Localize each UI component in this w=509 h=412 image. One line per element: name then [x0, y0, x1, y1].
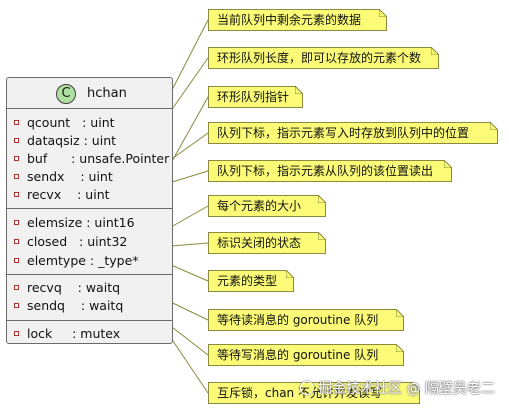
note-connector-line — [170, 337, 209, 394]
note-connector-line — [170, 96, 209, 164]
class-header: C hchan — [7, 78, 172, 108]
note-sendx: 队列下标，指示元素写入时存放到队列中的位置 — [208, 122, 498, 144]
note-fold-icon — [490, 122, 498, 130]
private-field-icon — [14, 192, 19, 197]
private-field-icon — [14, 239, 19, 244]
note-recvx: 队列下标，指示元素从队列的该位置读出 — [208, 160, 452, 182]
note-fold-icon — [396, 309, 404, 317]
private-field-icon — [14, 258, 19, 263]
class-stereotype-icon: C — [56, 84, 76, 104]
note-fold-icon — [444, 160, 452, 168]
note-fold-icon — [318, 195, 326, 203]
note-lock: 互斥锁，chan 不允许并发读写 — [208, 382, 420, 404]
note-qcount: 当前队列中剩余元素的数据 — [208, 9, 387, 31]
private-field-icon — [14, 303, 19, 308]
private-field-icon — [14, 156, 19, 161]
private-field-icon — [14, 220, 19, 225]
private-field-icon — [14, 120, 19, 125]
note-recvq: 等待读消息的 goroutine 队列 — [208, 309, 404, 331]
class-name: hchan — [87, 86, 127, 101]
private-field-icon — [14, 174, 19, 179]
class-separator — [7, 320, 172, 321]
note-connector-line — [170, 242, 209, 247]
note-elemtype: 元素的类型 — [208, 270, 294, 292]
note-dataqsiz: 环形队列长度，即可以存放的元素个数 — [208, 47, 439, 69]
note-fold-icon — [318, 232, 326, 240]
class-hchan: C hchan qcount : uint dataqsiz : uint bu… — [6, 77, 173, 344]
class-separator — [7, 274, 172, 275]
note-connector-line — [170, 205, 209, 228]
note-elemsize: 每个元素的大小 — [208, 195, 326, 217]
note-closed: 标识关闭的状态 — [208, 232, 326, 254]
class-separator — [7, 108, 172, 109]
note-fold-icon — [286, 270, 294, 278]
note-connector-line — [170, 264, 209, 282]
note-fold-icon — [379, 9, 387, 17]
class-separator — [7, 208, 172, 209]
note-sendq: 等待写消息的 goroutine 队列 — [208, 344, 404, 366]
note-fold-icon — [295, 86, 303, 94]
note-buf: 环形队列指针 — [208, 86, 303, 108]
note-fold-icon — [412, 382, 420, 390]
private-field-icon — [14, 331, 19, 336]
private-field-icon — [14, 285, 19, 290]
private-field-icon — [14, 138, 19, 143]
note-fold-icon — [396, 344, 404, 352]
note-fold-icon — [431, 47, 439, 55]
juejin-logo-icon — [300, 381, 314, 395]
watermark: 掘金技术社区 @ 隔壁吴老二 — [300, 378, 495, 398]
